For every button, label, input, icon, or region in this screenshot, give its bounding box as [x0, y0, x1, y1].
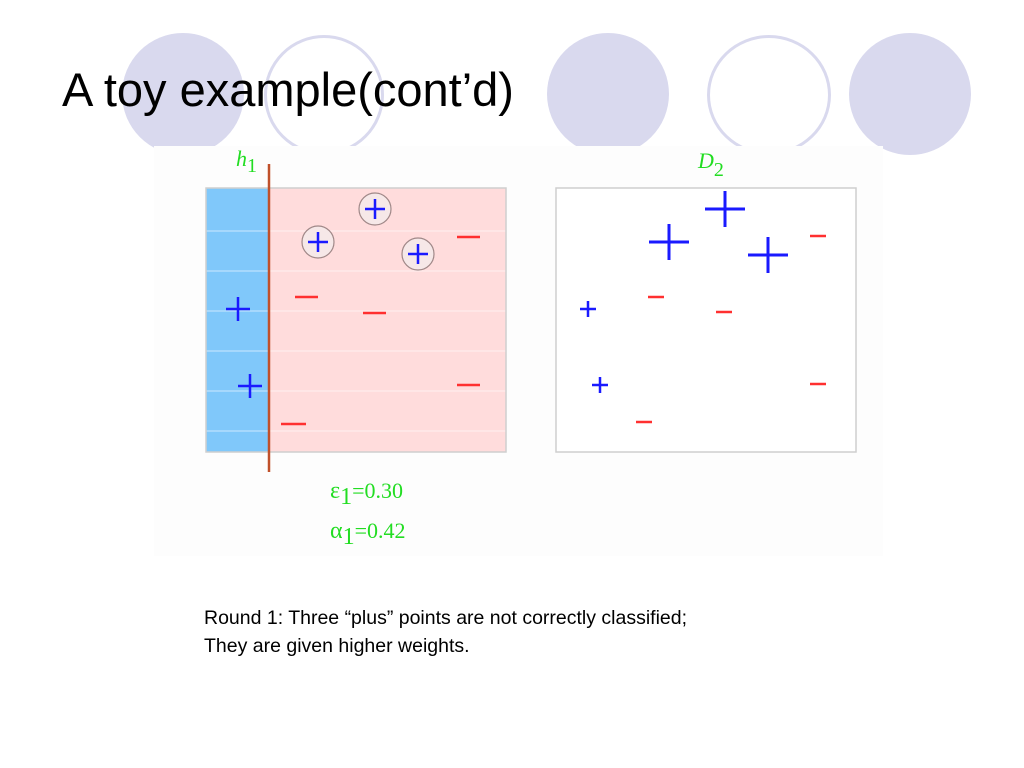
- left-panel-frame: [205, 187, 507, 453]
- right-panel-frame: [555, 187, 857, 453]
- left-plus-points: [226, 297, 262, 398]
- right-minus-points: [636, 234, 826, 424]
- decorative-circle-1: [122, 33, 244, 155]
- heavy-plus-point: [649, 224, 689, 260]
- light-plus-point: [580, 301, 596, 317]
- heavy-plus-point: [705, 191, 745, 227]
- d2-label: D2: [697, 148, 724, 181]
- heavy-plus-point: [748, 237, 788, 273]
- boosting-figure-svg: h1 ε1=0.30 α1=0.42 D2: [205, 146, 857, 550]
- boosting-figure: h1 ε1=0.30 α1=0.42 D2: [154, 146, 883, 556]
- panel-gridlines: [206, 230, 506, 432]
- decorative-circle-4: [707, 35, 831, 155]
- negative-region: [268, 188, 506, 452]
- light-plus-point: [592, 377, 608, 393]
- caption-line-2: They are given higher weights.: [204, 635, 470, 657]
- slide-caption: Round 1: Three “plus” points are not cor…: [204, 604, 687, 660]
- decorative-circle-2: [264, 35, 384, 155]
- decorative-circle-3: [547, 33, 669, 155]
- misclassified-plus-points: [301, 192, 435, 271]
- left-minus-points: [281, 235, 480, 426]
- epsilon-label: ε1=0.30: [330, 478, 403, 510]
- right-plus-points: [580, 191, 788, 393]
- decorative-circle-5: [849, 33, 971, 155]
- slide-title: A toy example(cont’d): [62, 63, 514, 116]
- alpha-label: α1=0.42: [330, 518, 406, 550]
- caption-line-1: Round 1: Three “plus” points are not cor…: [204, 607, 688, 629]
- h1-label: h1: [236, 146, 257, 177]
